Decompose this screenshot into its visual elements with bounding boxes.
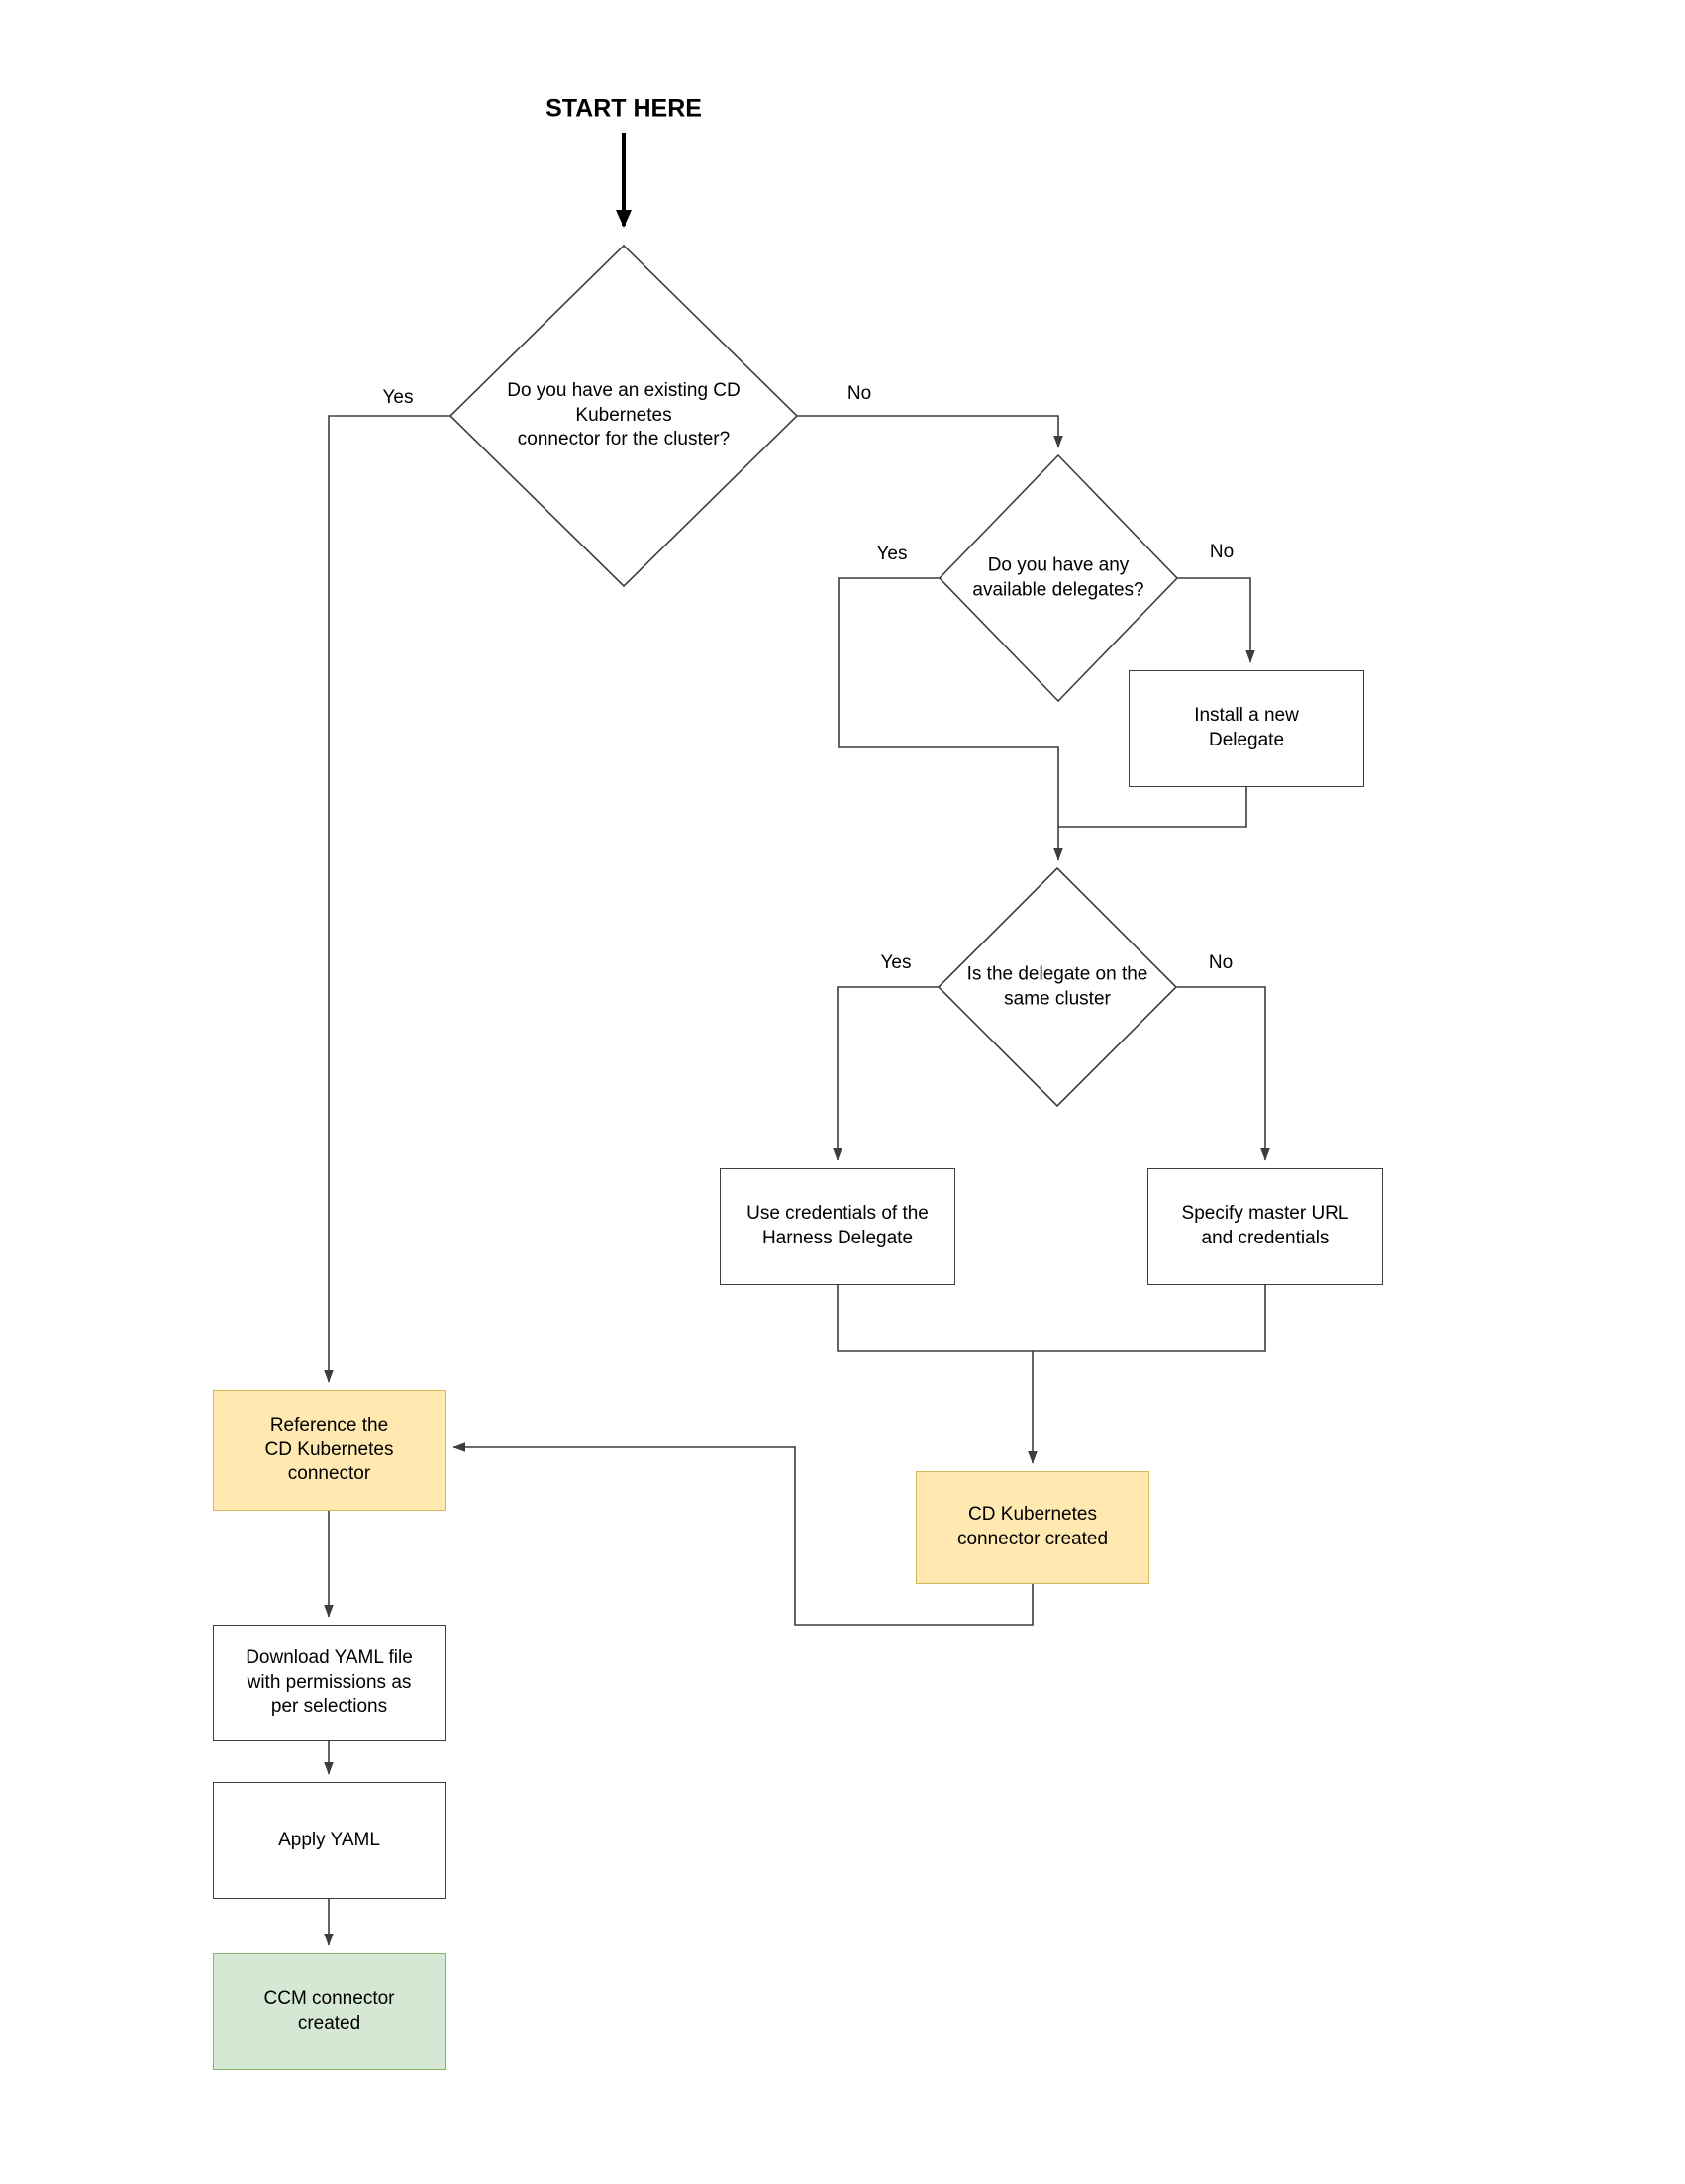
step-reference-cd-connector: Reference the CD Kubernetes connector [213, 1390, 446, 1511]
step-use-delegate-credentials: Use credentials of the Harness Delegate [720, 1168, 955, 1285]
decision-available-delegates-label: Do you have any available delegates? [972, 554, 1144, 600]
decision-diamond-available-delegates [938, 453, 1179, 703]
edge-decision1-no [797, 415, 1063, 448]
edge-decision2-no [1177, 577, 1255, 663]
edge-decision2-yes [838, 577, 1063, 861]
edge-use-credentials-out [837, 1285, 1033, 1352]
edge-label-cluster-no: No [1208, 952, 1234, 973]
edge-decision1-yes [324, 415, 450, 1383]
step-apply-yaml: Apply YAML [213, 1782, 446, 1899]
edge-label-existing-no: No [846, 383, 872, 404]
step-download-yaml: Download YAML file with permissions as p… [213, 1625, 446, 1741]
edge-label-delegates-yes: Yes [876, 544, 908, 564]
step-ccm-connector-created: CCM connector created [213, 1953, 446, 2070]
edge-decision3-yes [833, 986, 939, 1161]
edge-label-delegates-no: No [1209, 542, 1235, 562]
edge-specify-master-out [1033, 1285, 1266, 1352]
edge-install-delegate-out [1058, 787, 1247, 828]
step-specify-master-url: Specify master URL and credentials [1147, 1168, 1383, 1285]
step-install-new-delegate: Install a new Delegate [1129, 670, 1364, 787]
edge-cd-created-to-reference [452, 1442, 1034, 1626]
edge-decision3-no [1176, 986, 1270, 1161]
edge-label-existing-yes: Yes [382, 387, 414, 408]
decision-diamond-same-cluster [937, 866, 1178, 1108]
decision-same-cluster-label: Is the delegate on the same cluster [966, 963, 1148, 1009]
step-cd-connector-created: CD Kubernetes connector created [916, 1471, 1149, 1584]
decision-existing-connector-label: Do you have an existing CD Kubernetes co… [507, 379, 741, 450]
edge-label-cluster-yes: Yes [880, 952, 912, 973]
decision-diamond-existing-connector [448, 244, 799, 588]
start-here-label: START HERE [545, 94, 702, 123]
